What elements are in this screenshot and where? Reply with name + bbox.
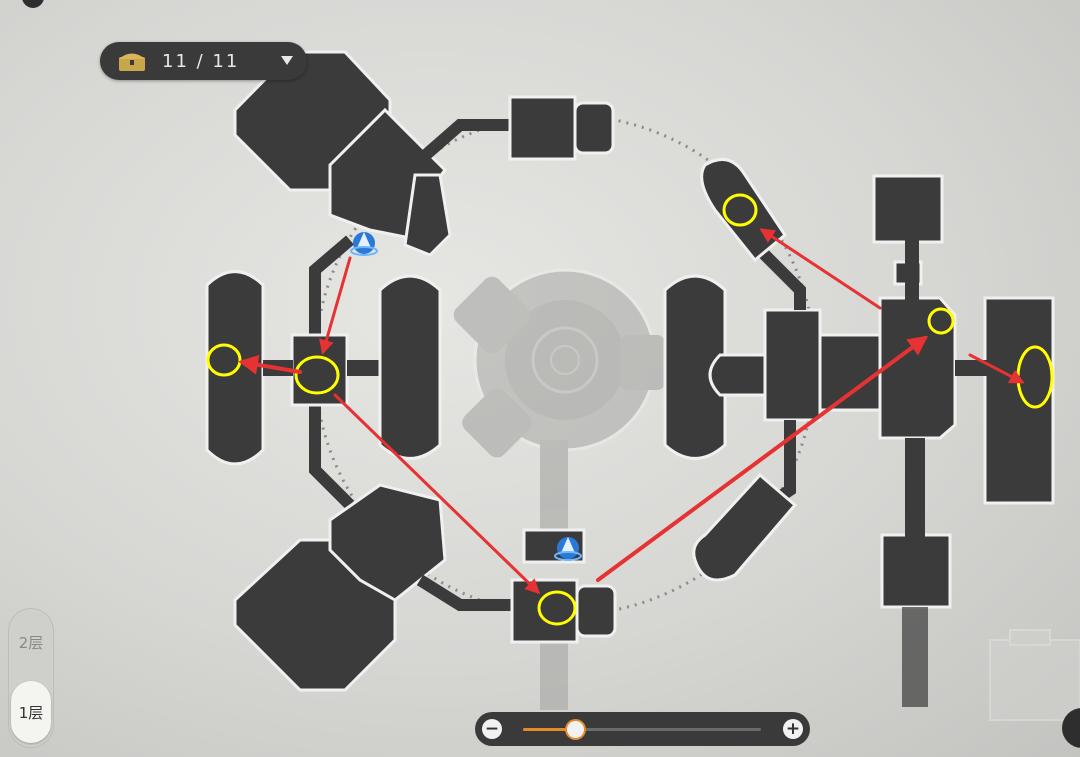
corridor-left-lower: [309, 400, 355, 510]
room-right-lower-diag: [692, 472, 798, 582]
corridor-right-lower: [902, 607, 928, 707]
chest-counter[interactable]: 11 / 11: [100, 42, 307, 80]
room-bottom-left-wing: [233, 483, 447, 692]
zoom-out-button[interactable]: −: [482, 719, 502, 739]
route-arrow: [238, 354, 302, 375]
room-top: [508, 95, 615, 161]
route-arrow: [333, 393, 541, 595]
building-silhouette-faded: [989, 629, 1080, 721]
zoom-control: − +: [475, 712, 810, 746]
treasure-chest-icon: [119, 53, 145, 71]
chevron-down-icon[interactable]: [281, 56, 293, 65]
corridor-right-link: [955, 360, 987, 376]
back-icon[interactable]: [22, 0, 44, 8]
floor-button-1[interactable]: 1层: [11, 681, 51, 743]
room-left-capsule: [205, 270, 265, 466]
zoom-slider-fill: [523, 728, 576, 731]
corridor-right-stub: [905, 240, 919, 300]
room-left-inner-capsule: [378, 274, 442, 460]
route-arrows: [238, 228, 1025, 595]
chest-marker: [722, 193, 758, 227]
space-anchor-icon[interactable]: [350, 232, 378, 256]
corridor-right-vertical: [905, 438, 925, 538]
corridor-left-upper: [309, 235, 354, 340]
room-right-capsule: [663, 274, 727, 460]
chest-marker: [537, 590, 577, 626]
chest-marker: [927, 307, 955, 335]
corridor-top: [416, 119, 515, 165]
floor-selector: 2层 1层: [8, 608, 54, 748]
route-arrow: [759, 228, 882, 310]
room-right-block: [708, 308, 882, 422]
route-arrow: [596, 335, 929, 582]
corridor-bottom: [416, 574, 515, 611]
room-top-left-wing: [233, 50, 452, 257]
floor-button-2[interactable]: 2层: [18, 633, 44, 652]
zoom-slider[interactable]: [523, 721, 761, 738]
route-arrow: [968, 353, 1025, 384]
chest-marker: [294, 355, 340, 395]
zoom-in-button[interactable]: +: [783, 719, 803, 739]
chest-count-label: 11 / 11: [162, 50, 240, 72]
space-anchor-icon[interactable]: [554, 537, 582, 561]
settings-icon[interactable]: [1062, 708, 1080, 748]
room-right-tall: [872, 174, 1055, 609]
room-bottom-center: [510, 528, 617, 644]
room-right-upper-diag: [700, 157, 787, 263]
route-arrow: [319, 256, 352, 355]
central-hall-faded: [453, 268, 665, 710]
zoom-slider-handle[interactable]: [567, 721, 585, 738]
corridor-hub-right: [347, 360, 382, 376]
